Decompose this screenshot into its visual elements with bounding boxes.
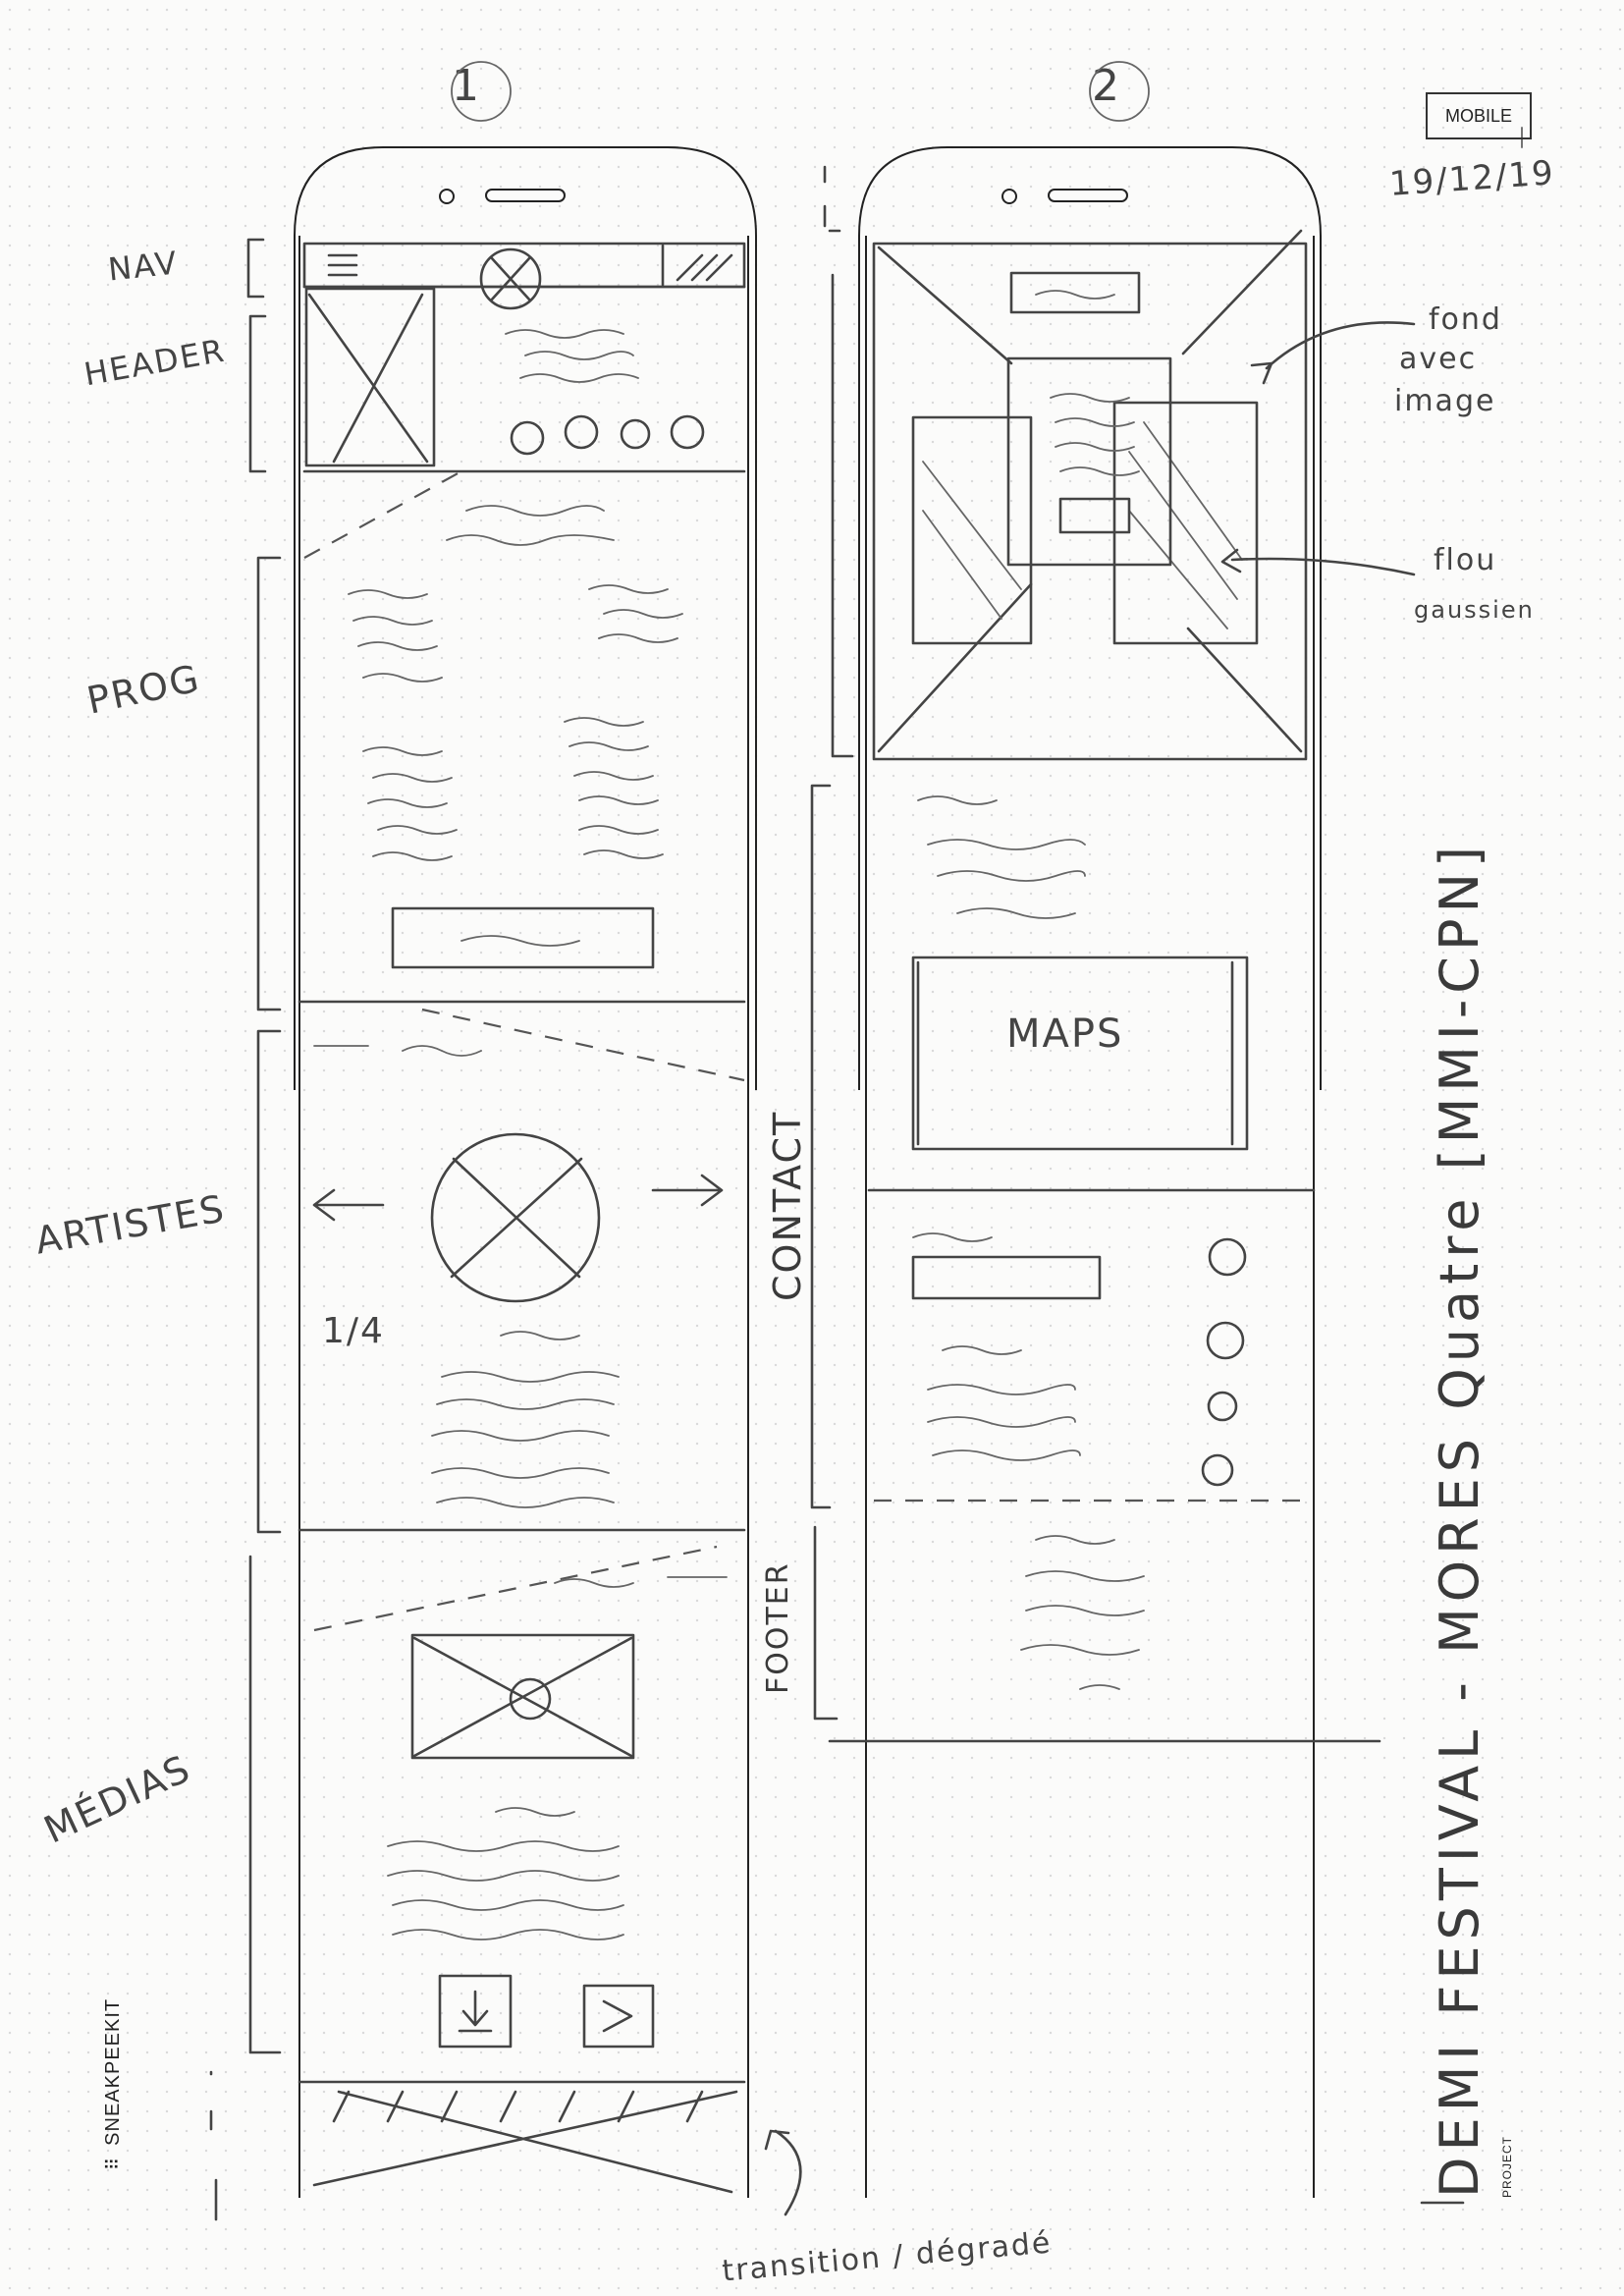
instagram-icon <box>620 418 651 450</box>
note-arrow-transition <box>764 2129 802 2216</box>
note-background-line-3: image <box>1394 384 1496 418</box>
phone-2-number-circle <box>1089 61 1150 122</box>
phone-1-number-circle <box>451 61 512 122</box>
download-icon <box>458 1990 493 2033</box>
project-title: DEMI FESTIVAL - MORES Quatre [MMI-CPN] <box>1429 840 1490 2198</box>
contact-button <box>911 1255 1102 1300</box>
youtube-icon <box>670 414 705 450</box>
twitter-icon <box>1206 1321 1245 1360</box>
brand-logo: ⠿ SNEAKPEEKIT <box>102 1998 125 2170</box>
play-icon <box>509 1677 552 1721</box>
twitter-icon <box>564 414 599 450</box>
brand-name: SNEAKPEEKIT <box>102 1997 124 2146</box>
phone-2-mockup <box>828 146 1381 2198</box>
facebook-icon <box>510 420 545 456</box>
phone-1-mockup <box>294 146 757 2198</box>
chevron-right-icon <box>602 1999 633 2033</box>
map-placeholder <box>911 956 1249 1151</box>
note-blur-line-1: flou <box>1434 543 1497 577</box>
label-contact: CONTACT <box>766 1110 809 1301</box>
note-background-line-2: avec <box>1399 342 1478 376</box>
maps-label: MAPS <box>1006 1011 1124 1057</box>
note-arrow-blur <box>1220 548 1416 576</box>
logo-placeholder-icon <box>479 247 542 310</box>
video-placeholder <box>410 1633 635 1760</box>
phone-1-number: 1 <box>452 61 481 111</box>
section-brackets <box>209 127 1523 2221</box>
phone-2-number: 2 <box>1092 61 1121 111</box>
grid-dots-icon: ⠿ <box>102 2157 124 2170</box>
facebook-icon <box>1208 1237 1247 1277</box>
youtube-icon <box>1201 1453 1234 1487</box>
note-blur-line-2: gaussien <box>1414 596 1535 624</box>
blurred-card <box>1006 356 1172 567</box>
download-button <box>438 1974 513 2049</box>
project-label: PROJECT <box>1500 2135 1514 2198</box>
device-tag: MOBILE <box>1426 92 1532 139</box>
prog-button <box>391 906 655 969</box>
next-arrow-icon <box>651 1174 724 1207</box>
artist-photo-placeholder <box>430 1132 601 1303</box>
prev-arrow-icon <box>312 1188 385 1222</box>
label-nav: NAV <box>106 244 181 289</box>
label-footer: FOOTER <box>761 1561 795 1694</box>
instagram-icon <box>1207 1391 1238 1422</box>
note-arrow-background <box>1250 321 1416 385</box>
artists-carousel-counter: 1/4 <box>322 1311 385 1351</box>
next-media-button <box>582 1984 655 2049</box>
note-background-line-1: fond <box>1429 302 1502 337</box>
